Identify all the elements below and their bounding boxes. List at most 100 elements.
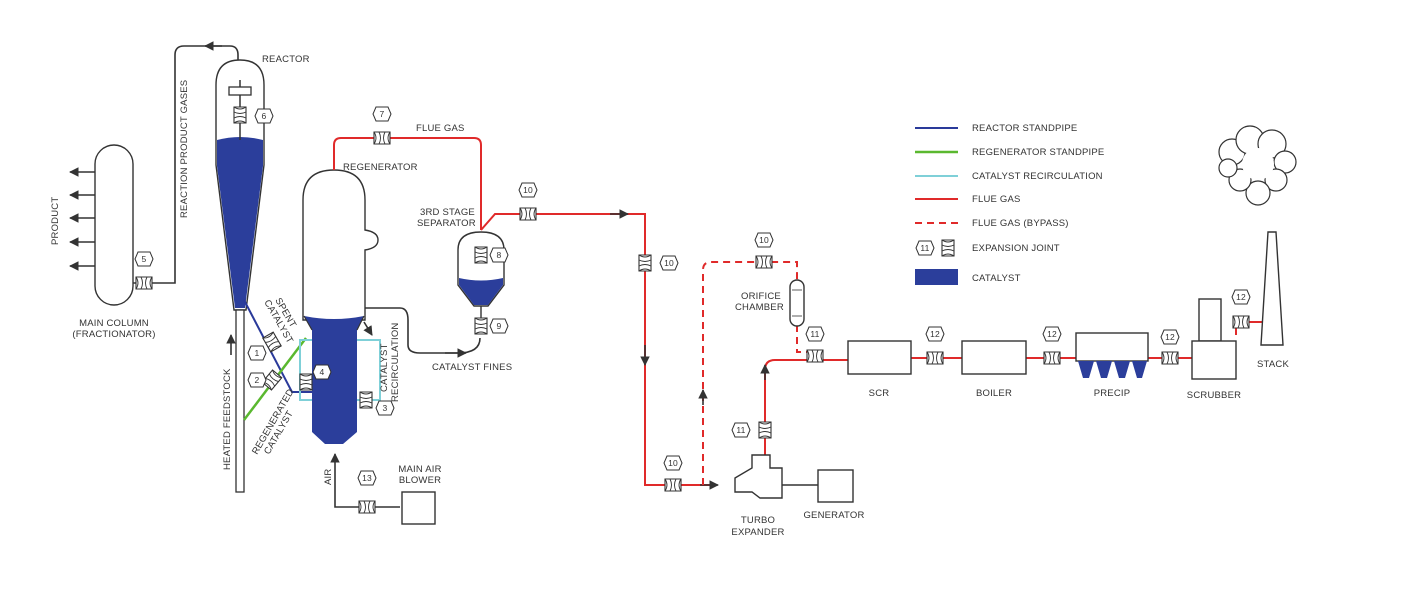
main-column-label-2: (FRACTIONATOR) — [72, 329, 155, 340]
scrubber-label: SCRUBBER — [1187, 390, 1241, 401]
svg-text:8: 8 — [497, 250, 502, 260]
turbo-expander-label-1: TURBO — [741, 515, 775, 526]
hex-tag-12b: 12 — [1042, 326, 1062, 342]
scr-label: SCR — [869, 388, 890, 399]
boiler — [961, 340, 1027, 375]
orifice-chamber-label-1: ORIFICE — [741, 291, 781, 302]
hex-tag-5: 5 — [134, 251, 154, 267]
expansion-joint-12c — [1161, 351, 1179, 365]
svg-text:12: 12 — [1236, 292, 1246, 302]
main-column-label-1: MAIN COLUMN — [79, 318, 149, 329]
hex-tag-11b: 11 — [805, 326, 825, 342]
svg-text:13: 13 — [362, 473, 372, 483]
catalyst-recirculation-label-2: RECIRCULATION — [390, 323, 401, 403]
svg-text:6: 6 — [262, 111, 267, 121]
catalyst-recirculation-arrow — [363, 321, 373, 336]
legend-label-catalyst: CATALYST — [972, 273, 1021, 284]
hex-tag-8: 8 — [489, 247, 509, 263]
expansion-joint-12b — [1043, 351, 1061, 365]
svg-text:10: 10 — [523, 185, 533, 195]
orifice-chamber — [789, 279, 805, 327]
expansion-joint-10b — [638, 254, 652, 272]
hex-tag-10d: 10 — [754, 232, 774, 248]
flue-gas-line-expander — [764, 359, 848, 465]
svg-text:10: 10 — [664, 258, 674, 268]
expansion-joint-12a — [926, 351, 944, 365]
hex-tag-1: 1 — [247, 345, 267, 361]
svg-text:11: 11 — [736, 425, 745, 435]
main-air-blower — [401, 491, 436, 525]
legend-label-reactor-standpipe: REACTOR STANDPIPE — [972, 123, 1077, 134]
main-air-blower-label-2: BLOWER — [399, 475, 441, 486]
expansion-joint-6 — [233, 106, 247, 124]
expansion-joint-9 — [474, 317, 488, 335]
catalyst-fines-label: CATALYST FINES — [432, 362, 512, 373]
precip-label: PRECIP — [1094, 388, 1131, 399]
expansion-joint-11a — [758, 421, 772, 439]
reactor-label: REACTOR — [262, 54, 310, 65]
svg-text:12: 12 — [930, 329, 940, 339]
stack-label: STACK — [1257, 359, 1289, 370]
joint-number-tags: 5 6 7 8 9 10 10 10 10 11 11 12 12 12 12 … — [134, 106, 1251, 486]
expansion-joint-1 — [262, 331, 282, 353]
expansion-joint-4 — [299, 373, 313, 391]
flue-gas-label: FLUE GAS — [416, 123, 465, 134]
svg-text:4: 4 — [320, 367, 325, 377]
main-column — [94, 144, 134, 306]
third-stage-separator — [457, 231, 505, 318]
expansion-joint-13 — [358, 500, 376, 514]
smoke-cloud — [1218, 125, 1297, 206]
hex-tag-9: 9 — [489, 318, 509, 334]
hex-tag-12d: 12 — [1231, 289, 1251, 305]
hex-tag-10c: 10 — [663, 455, 683, 471]
hex-tag-7: 7 — [372, 106, 392, 122]
legend-swatch-expansion-joint: 11 — [915, 239, 955, 257]
expansion-joint-3 — [359, 391, 373, 409]
third-stage-separator-label-2: SEPARATOR — [417, 218, 476, 229]
svg-text:9: 9 — [497, 321, 502, 331]
expansion-joint-10c — [664, 478, 682, 492]
stack — [1260, 231, 1284, 346]
svg-text:1: 1 — [255, 348, 260, 358]
svg-text:12: 12 — [1047, 329, 1057, 339]
svg-text:12: 12 — [1165, 332, 1175, 342]
boiler-label: BOILER — [976, 388, 1012, 399]
expansion-joint-7 — [373, 131, 391, 145]
legend-label-regenerator-standpipe: REGENERATOR STANDPIPE — [972, 147, 1104, 158]
svg-text:3: 3 — [383, 403, 388, 413]
flue-gas-line-regenerator — [333, 137, 482, 230]
catalyst-fines-line — [365, 307, 481, 354]
expansion-joint-10a — [519, 207, 537, 221]
hex-tag-10a: 10 — [518, 182, 538, 198]
legend-label-flue-gas-bypass: FLUE GAS (BYPASS) — [972, 218, 1069, 229]
expansion-joint-5 — [135, 276, 153, 290]
legend: REACTOR STANDPIPE REGENERATOR STANDPIPE … — [915, 123, 1104, 285]
turbo-expander-label-2: EXPANDER — [731, 527, 784, 538]
hex-tag-12c: 12 — [1160, 329, 1180, 345]
hex-tag-3: 3 — [375, 400, 395, 416]
catalyst-recirculation-label-1: CATALYST — [379, 343, 390, 392]
hex-tag-12a: 12 — [925, 326, 945, 342]
expansion-joint-10d — [755, 255, 773, 269]
third-stage-separator-label-1: 3RD STAGE — [420, 207, 475, 218]
svg-text:7: 7 — [380, 109, 385, 119]
air-line — [330, 453, 400, 508]
expansion-joints — [135, 106, 1250, 514]
svg-text:10: 10 — [668, 458, 678, 468]
svg-text:11: 11 — [810, 329, 819, 339]
product-arrows — [69, 167, 95, 271]
hex-tag-13: 13 — [357, 470, 377, 486]
reactor — [215, 59, 265, 493]
scr — [847, 340, 912, 375]
orifice-chamber-label-2: CHAMBER — [735, 302, 784, 313]
regenerator-label: REGENERATOR — [343, 162, 418, 173]
expansion-joint-8 — [474, 246, 488, 264]
hex-tag-4: 4 — [312, 364, 332, 380]
legend-swatch-catalyst — [915, 269, 958, 285]
legend-label-flue-gas: FLUE GAS — [972, 194, 1021, 205]
legend-label-catalyst-recirculation: CATALYST RECIRCULATION — [972, 171, 1103, 182]
expansion-joint-12d — [1232, 315, 1250, 329]
heated-feedstock-label: HEATED FEEDSTOCK — [222, 368, 233, 470]
legend-label-expansion-joint: EXPANSION JOINT — [972, 243, 1060, 254]
